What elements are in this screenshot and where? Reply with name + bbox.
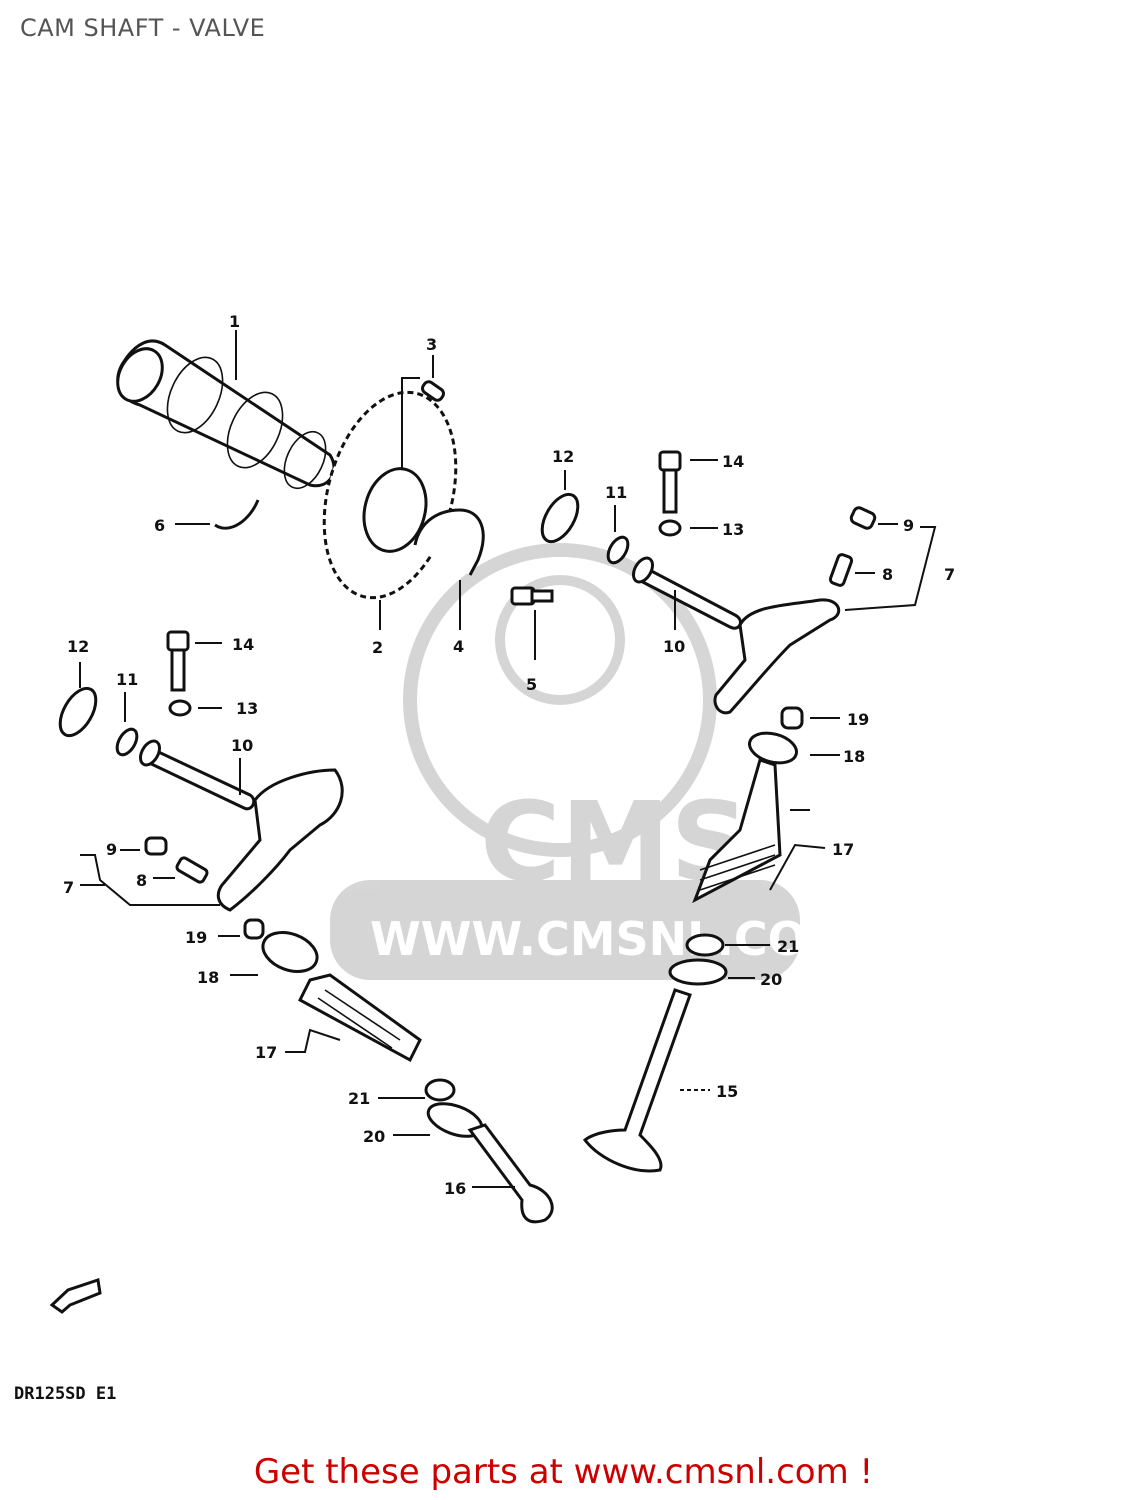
nut-9-upper[interactable]: [849, 506, 877, 530]
rocker-shaft-10-lower[interactable]: [140, 746, 256, 811]
callout-6: 6: [154, 516, 165, 535]
washer-13-lower[interactable]: [168, 699, 192, 717]
callout-8b: 8: [136, 871, 147, 890]
callout-2: 2: [372, 638, 383, 657]
valve-15-part[interactable]: [582, 988, 692, 1173]
callout-8a: 8: [882, 565, 893, 584]
bolt-14-lower[interactable]: [166, 630, 190, 692]
callout-4: 4: [453, 637, 464, 656]
rocker-arm-7-lower[interactable]: [216, 768, 344, 912]
callout-17b: 17: [255, 1043, 277, 1062]
valve-spring-17-lower[interactable]: [298, 973, 422, 1063]
callout-11b: 11: [116, 670, 138, 689]
cotter-19-lower[interactable]: [243, 918, 265, 940]
model-code: DR125SD E1: [14, 1384, 117, 1404]
cotter-19-upper[interactable]: [780, 706, 804, 730]
buy-parts-link[interactable]: Get these parts at www.cmsnl.com !: [253, 1452, 874, 1492]
callout-7a: 7: [944, 565, 955, 584]
retainer-18-upper[interactable]: [746, 728, 800, 767]
washer-12-lower[interactable]: [53, 682, 103, 741]
rocker-arm-7-upper[interactable]: [713, 598, 841, 715]
seat-21-upper[interactable]: [685, 933, 725, 957]
callout-12b: 12: [67, 637, 89, 656]
callout-10a: 10: [663, 637, 685, 656]
bolt-14-upper[interactable]: [658, 450, 682, 514]
retainer-18-lower[interactable]: [258, 926, 323, 979]
callout-13a: 13: [722, 520, 744, 539]
callout-16: 16: [444, 1179, 466, 1198]
chain-stopper-part[interactable]: [413, 508, 485, 576]
callout-20a: 20: [760, 970, 782, 989]
valve-16-part[interactable]: [467, 1123, 554, 1224]
callout-18b: 18: [197, 968, 219, 987]
front-direction-arrow-icon: [49, 1278, 102, 1314]
o-ring-11-upper[interactable]: [604, 534, 632, 566]
bolt-part[interactable]: [510, 586, 554, 606]
callout-1: 1: [229, 312, 240, 331]
callout-21a: 21: [777, 937, 799, 956]
callout-19b: 19: [185, 928, 207, 947]
adjust-screw-8-upper[interactable]: [828, 553, 854, 587]
callout-10b: 10: [231, 736, 253, 755]
callout-18a: 18: [843, 747, 865, 766]
oil-seal-20-upper[interactable]: [668, 958, 728, 986]
callout-11a: 11: [605, 483, 627, 502]
adjust-screw-8-lower[interactable]: [175, 856, 209, 884]
callout-7b: 7: [63, 878, 74, 897]
o-ring-11-lower[interactable]: [113, 726, 141, 758]
seat-21-lower[interactable]: [424, 1078, 456, 1102]
knock-pin-part[interactable]: [421, 380, 446, 402]
callout-17a: 17: [832, 840, 854, 859]
circlip-part[interactable]: [214, 499, 260, 530]
callout-15: 15: [716, 1082, 738, 1101]
washer-12-upper[interactable]: [535, 488, 585, 547]
watermark-url: WWW.CMSNL.COM: [370, 912, 853, 966]
callout-12a: 12: [552, 447, 574, 466]
nut-9-lower[interactable]: [144, 836, 168, 856]
callout-21b: 21: [348, 1089, 370, 1108]
camshaft-part[interactable]: [109, 339, 336, 495]
callout-19a: 19: [847, 710, 869, 729]
callout-5: 5: [526, 675, 537, 694]
callout-14a: 14: [722, 452, 744, 471]
washer-13-upper[interactable]: [658, 519, 682, 537]
callout-20b: 20: [363, 1127, 385, 1146]
parts-diagram: CMS WWW.CMSNL.COM: [49, 312, 955, 1314]
callout-14b: 14: [232, 635, 254, 654]
callout-3: 3: [426, 335, 437, 354]
callout-9b: 9: [106, 840, 117, 859]
callout-9a: 9: [903, 516, 914, 535]
page-title: CAM SHAFT - VALVE: [20, 14, 266, 42]
cam-sprocket-part[interactable]: [303, 378, 477, 613]
callout-13b: 13: [236, 699, 258, 718]
